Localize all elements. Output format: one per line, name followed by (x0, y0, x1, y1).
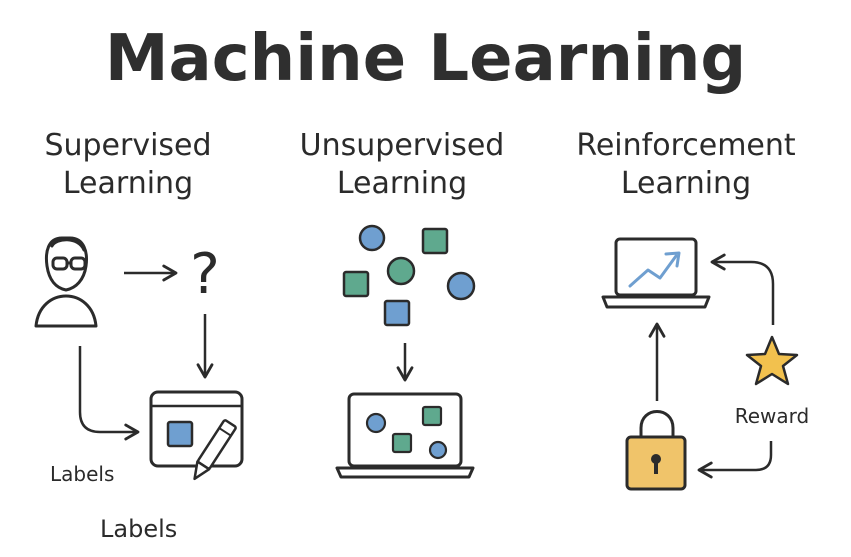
heading-unsupervised-line2: Learning (336, 166, 468, 201)
heading-unsupervised: Unsupervised Learning (272, 127, 532, 203)
question-icon: ? (190, 242, 220, 307)
person-icon (34, 236, 98, 328)
arrow-reward-to-lock (697, 441, 773, 479)
page-title: Machine Learning (104, 22, 747, 96)
heading-supervised: Supervised Learning (0, 127, 258, 203)
shape-square-green-1 (421, 227, 449, 255)
laptop-icon (601, 237, 711, 309)
shape-square-green-2 (342, 270, 370, 298)
heading-reinforcement: Reinforcement Learning (556, 127, 816, 203)
star-icon (745, 335, 799, 386)
shape-circle-blue-1 (358, 224, 386, 252)
heading-unsupervised-line1: Unsupervised (299, 128, 505, 163)
heading-reinforcement-line2: Learning (620, 166, 752, 201)
heading-reinforcement-line1: Reinforcement (576, 128, 796, 163)
shape-square-blue-1 (383, 299, 411, 327)
shape-circle-blue-2 (446, 271, 476, 301)
heading-supervised-line1: Supervised (44, 128, 212, 163)
reward-label: Reward (735, 404, 809, 428)
lock-icon (625, 410, 687, 491)
labels-large: Labels (100, 515, 177, 543)
shape-circle-green-1 (386, 256, 416, 286)
heading-supervised-line2: Learning (62, 166, 194, 201)
tablet-pencil-icon (149, 390, 244, 481)
arrow-person-to-tablet (78, 346, 140, 441)
laptop-clusters-icon (335, 392, 475, 479)
arrow-reward-to-laptop (710, 253, 775, 325)
scattered-shapes (342, 224, 476, 327)
labels-small: Labels (50, 462, 114, 486)
trend-up-icon (628, 254, 678, 288)
